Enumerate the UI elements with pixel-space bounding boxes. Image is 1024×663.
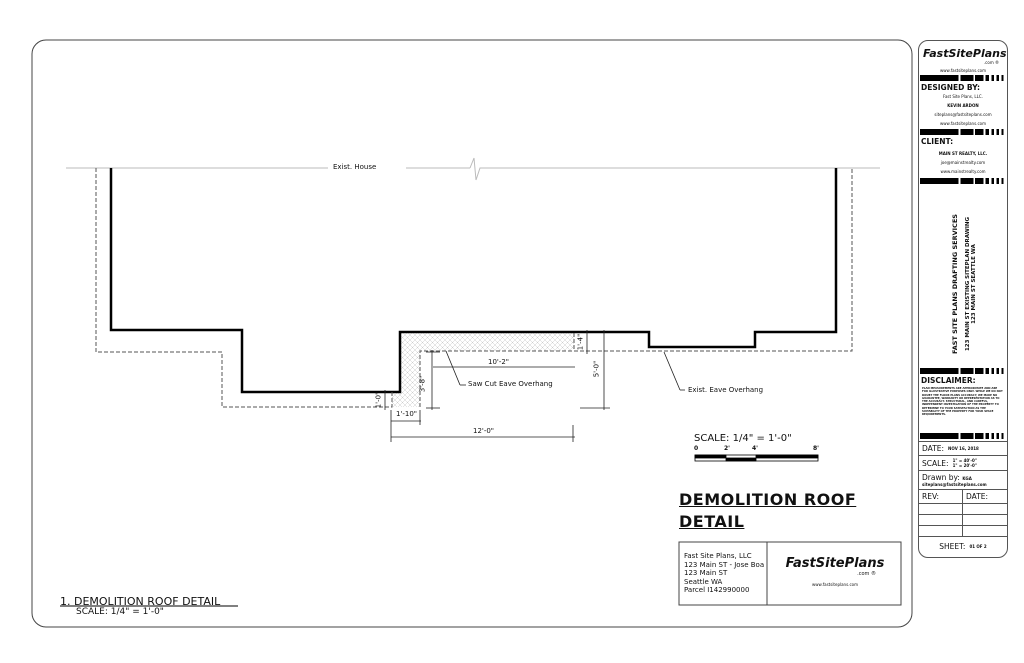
scale-tick-8: 8' — [813, 445, 820, 452]
eave-overhang-dashed — [95, 168, 853, 408]
scale-bar — [694, 454, 819, 462]
divider-bars — [920, 178, 1006, 184]
drawn-by-label: Drawn by: — [922, 473, 960, 482]
saw-cut-hatch — [392, 332, 574, 407]
client-email: joe@mainstrealty.com — [940, 160, 986, 165]
disclaimer-text: PLAN MEASUREMENTS ARE APPROXIMATE AND AR… — [922, 387, 1003, 417]
designer-company: Fast Site Plans, LLC. — [943, 94, 983, 99]
designed-by-label: DESIGNED BY: — [921, 83, 981, 92]
logo-text: FastSitePlans — [785, 556, 885, 571]
project-address: 123 MAIN ST SEATTLE WA — [971, 244, 977, 324]
saw-cut-label: Saw Cut Eave Overhang — [468, 380, 553, 388]
drawn-by-row: Drawn by: KGA siteplans@fastsiteplans.co… — [919, 470, 1007, 489]
client-url: www.mainstrealty.com — [940, 169, 986, 174]
scale-value: 1" = 40'-0" — [952, 458, 977, 463]
address-logo: FastSitePlans .com ® www.fastsiteplans.c… — [780, 556, 890, 587]
address-box — [678, 541, 902, 606]
rev-date-header: DATE: — [963, 490, 1007, 504]
detail-title: 1. DEMOLITION ROOF DETAIL — [60, 595, 221, 608]
address-line: Seattle WA — [684, 577, 723, 586]
sheet-row: SHEET:01 OF 2 — [919, 537, 1007, 553]
roof-outline — [109, 168, 838, 394]
project-info: FAST SITE PLANS DRAFTING SERVICES 123 MA… — [919, 186, 1007, 366]
dim-3-8: 3'-8" — [418, 375, 427, 393]
logo-suffix: .com ® — [857, 571, 876, 577]
address-line: Fast Site Plans, LLC — [684, 552, 752, 560]
title-block-logo: FastSitePlans — [923, 47, 1007, 60]
sheet-title-line1: DEMOLITION ROOF — [679, 490, 857, 509]
dim-10-2: 10'-2" — [488, 358, 510, 366]
client-label: CLIENT: — [921, 137, 954, 146]
scale-bar-label: SCALE: 1/4" = 1'-0" — [694, 433, 792, 444]
existing-house-label: Exist. House — [333, 163, 377, 171]
divider-bars — [920, 433, 1006, 439]
divider-bars — [920, 75, 1006, 81]
title-block-url: www.fastsiteplans.com — [940, 68, 986, 73]
sheet-border — [31, 39, 913, 628]
revision-table: REV: DATE: — [919, 489, 1007, 537]
drawn-by-email: siteplans@fastsiteplans.com — [922, 482, 987, 487]
dimension-lines — [384, 330, 685, 442]
designer-url: www.fastsiteplans.com — [940, 121, 986, 126]
scale-tick-0: 0 — [694, 445, 699, 452]
scale-label: SCALE: — [922, 458, 949, 468]
logo-url: www.fastsiteplans.com — [812, 582, 858, 587]
address-text: Fast Site Plans, LLC 123 Main ST - Jose … — [684, 552, 764, 595]
sheet-label: SHEET: — [939, 542, 966, 551]
title-block: FastSitePlans .com ® www.fastsiteplans.c… — [918, 40, 1008, 558]
existing-house-line — [66, 157, 880, 181]
eave-overhang-label: Exist. Eave Overhang — [688, 386, 764, 394]
address-line: Parcel I142990000 — [684, 586, 750, 594]
drawn-by-value: KGA — [962, 476, 972, 481]
detail-scale: SCALE: 1/4" = 1'-0" — [76, 607, 164, 617]
dim-1-0: 1'-0" — [374, 391, 383, 409]
sheet-value: 01 OF 2 — [969, 544, 987, 549]
disclaimer-label: DISCLAIMER: — [921, 376, 976, 385]
rev-header: REV: — [919, 490, 963, 504]
sheet-title-line2: DETAIL — [679, 512, 745, 531]
scale-value: 1" = 20'-0" — [952, 463, 977, 468]
dim-5-0: 5'-0" — [592, 360, 601, 378]
sheet-title: DEMOLITION ROOF DETAIL — [679, 489, 856, 533]
company-name: FAST SITE PLANS DRAFTING SERVICES — [951, 214, 959, 354]
dim-1-10: 1'-10" — [396, 410, 418, 418]
date-row: DATE:NOV 16, 2018 — [919, 441, 1007, 455]
scale-tick-4: 4' — [752, 445, 759, 452]
date-label: DATE: — [922, 444, 945, 453]
scale-tick-2: 2' — [724, 445, 731, 452]
divider-bars — [920, 368, 1006, 374]
scale-row: SCALE:1" = 40'-0"1" = 20'-0" — [919, 455, 1007, 470]
designer-email: siteplans@fastsiteplans.com — [934, 112, 992, 117]
designer-name: KEVIN ARDON — [947, 103, 979, 108]
date-value: NOV 16, 2018 — [948, 446, 979, 451]
dim-12-0: 12'-0" — [473, 427, 495, 435]
divider-bars — [920, 129, 1006, 135]
dim-1-4: 1'-4" — [576, 333, 585, 351]
address-line: 123 Main ST - Jose Boa — [684, 560, 765, 569]
title-block-logo-suffix: .com ® — [983, 60, 999, 65]
client-name: MAIN ST REALTY, LLC. — [938, 151, 988, 156]
address-line: 123 Main ST — [684, 569, 728, 577]
